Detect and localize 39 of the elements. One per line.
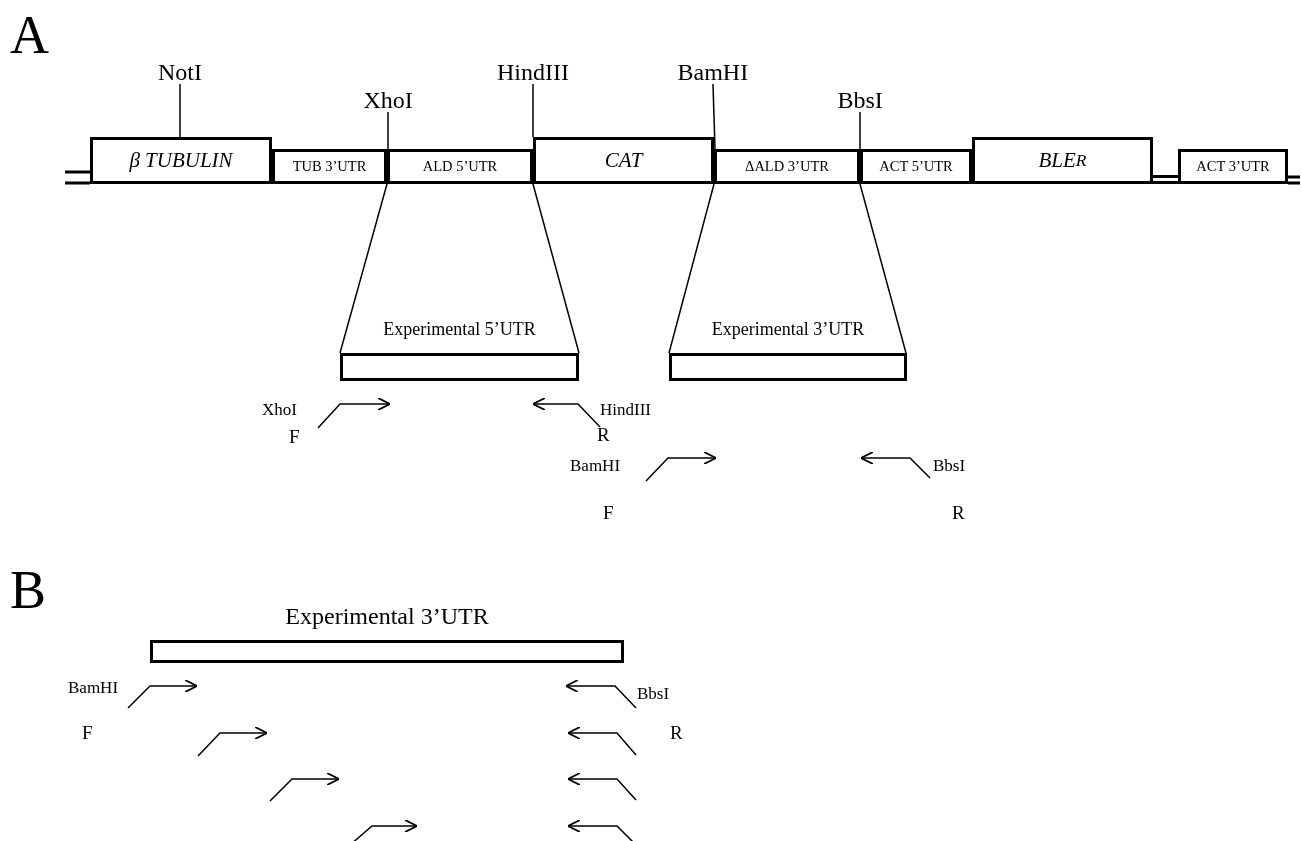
restriction-site-label: NotI bbox=[158, 60, 202, 84]
primer-site-label: BbsI bbox=[637, 685, 670, 702]
insert-boundary-line bbox=[532, 183, 580, 354]
insert-boundary-line bbox=[668, 183, 715, 354]
primer-direction-label: F bbox=[289, 427, 300, 446]
leader-line bbox=[387, 111, 389, 150]
panel-letter: A bbox=[10, 8, 49, 62]
primer-site-label: BamHI bbox=[570, 457, 621, 474]
primer-site-label: XhoI bbox=[262, 401, 297, 418]
primer-direction-label: R bbox=[597, 425, 610, 444]
leader-line bbox=[859, 111, 861, 150]
gene-segment-box: TUB 3’UTR bbox=[272, 149, 387, 184]
restriction-site-label: BamHI bbox=[677, 60, 749, 84]
primer-site-label: BamHI bbox=[68, 679, 119, 696]
primer-direction-label: R bbox=[952, 503, 965, 522]
leader-line bbox=[712, 83, 716, 150]
primer-direction-label: R bbox=[670, 723, 683, 742]
insert-label: Experimental 3’UTR bbox=[710, 320, 866, 338]
primer-site-label: HindIII bbox=[600, 401, 651, 418]
primer-direction-label: F bbox=[603, 503, 614, 522]
leader-line bbox=[532, 83, 534, 138]
gene-segment-box: ALD 5’UTR bbox=[387, 149, 533, 184]
insert-boundary-line bbox=[859, 183, 907, 354]
primer-site-label: BbsI bbox=[933, 457, 966, 474]
restriction-site-label: XhoI bbox=[363, 88, 413, 112]
gene-segment-box: CAT bbox=[533, 137, 714, 184]
primer-direction-label: F bbox=[82, 723, 93, 742]
gene-segment-box: ACT 5’UTR bbox=[860, 149, 972, 184]
leader-line bbox=[179, 83, 181, 138]
panel-letter: B bbox=[10, 563, 47, 617]
restriction-site-label: BbsI bbox=[837, 88, 883, 112]
gene-segment-box: ΔALD 3’UTR bbox=[714, 149, 860, 184]
insert-boundary-line bbox=[339, 183, 388, 354]
gene-segment-box: ACT 3’UTR bbox=[1178, 149, 1288, 184]
insert-label: Experimental 3’UTR bbox=[284, 604, 490, 628]
restriction-site-label: HindIII bbox=[497, 60, 569, 84]
insert-label: Experimental 5’UTR bbox=[382, 320, 537, 338]
gene-segment-box: β TUBULIN bbox=[90, 137, 272, 184]
linker-line bbox=[1151, 175, 1180, 184]
